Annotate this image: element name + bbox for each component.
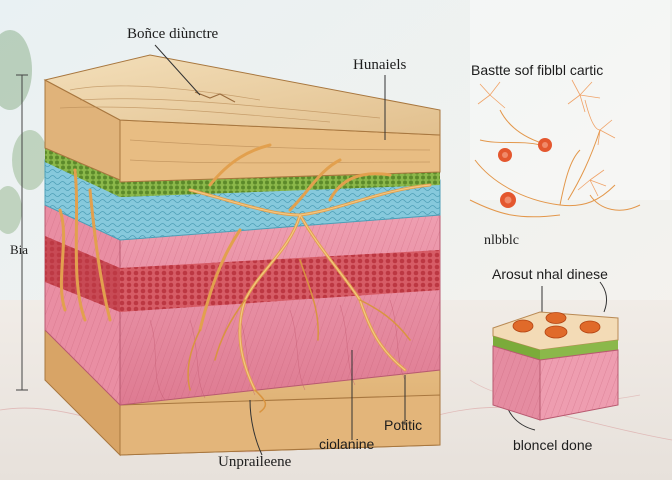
label-bottom-left: Unpraileene <box>218 454 292 470</box>
label-bottom-mid: ciolanine <box>319 436 375 452</box>
label-bottom-mid2: Potitic <box>384 417 423 433</box>
label-bottom-right: bloncel done <box>513 437 593 453</box>
nerve-cluster <box>469 109 641 218</box>
label-top-left: Boñce diùnctre <box>127 26 219 42</box>
label-right-title: Bastte sof fiblbl cartic <box>471 62 604 78</box>
cortex-top <box>43 54 441 136</box>
label-right-small-title: Arosut nhal dinese <box>492 266 608 282</box>
label-top-mid: Hunaiels <box>353 57 407 73</box>
label-left-vertical: Bia <box>10 242 29 257</box>
label-right-sub: nlbblc <box>484 233 519 248</box>
dimension-line <box>16 74 28 391</box>
